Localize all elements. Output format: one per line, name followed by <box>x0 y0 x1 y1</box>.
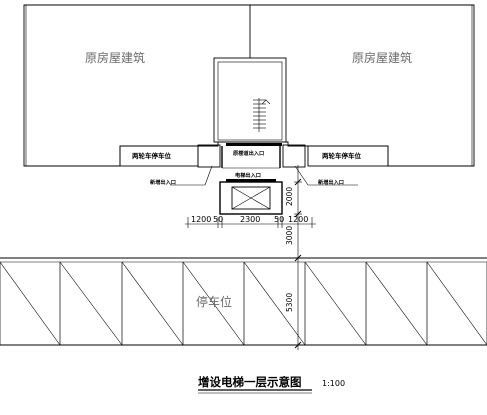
dim-h-50-right: 50 <box>274 215 284 224</box>
parking-stall-diagonal <box>0 261 61 346</box>
new-entrance-right: 新增出入口 <box>294 165 358 186</box>
parking-stall-diagonal <box>243 261 306 346</box>
bike-parking-right: 两轮车停车位 <box>307 145 389 167</box>
drawing-title: 增设电梯一层示意图 1:100 <box>198 375 345 394</box>
wall-block-left <box>197 144 221 168</box>
building-label-left: 原房屋建筑 <box>85 50 145 65</box>
existing-building <box>23 4 475 167</box>
stair-icon <box>253 98 271 132</box>
dim-h-1200-right: 1200 <box>288 215 308 224</box>
dim-h-1200-left: 1200 <box>191 215 211 224</box>
original-entrance-label: 原楼道出入口 <box>233 149 264 157</box>
bike-parking-left: 两轮车停车位 <box>119 145 199 167</box>
new-entrance-left: 新增出入口 <box>150 165 213 186</box>
elevator-door <box>226 179 276 182</box>
parking-stall-diagonal <box>182 261 245 346</box>
bike-parking-right-label: 两轮车停车位 <box>322 151 362 160</box>
parking-stall-diagonal <box>426 261 487 346</box>
parking-area <box>0 257 487 346</box>
dim-v-5300: 5300 <box>285 293 294 312</box>
original-entrance: 原楼道出入口 <box>221 143 282 168</box>
new-entrance-right-label: 新增出入口 <box>318 178 344 186</box>
parking-stall-diagonal <box>59 261 123 346</box>
elevator-shaft <box>219 181 283 215</box>
horizontal-dimension: 1200 50 2300 50 1200 <box>185 215 316 228</box>
parking-label: 停车位 <box>196 294 232 309</box>
building-label-right: 原房屋建筑 <box>352 50 412 65</box>
title-scale: 1:100 <box>322 379 345 388</box>
dim-h-2300: 2300 <box>240 215 260 224</box>
elevator-entrance-label: 电梯出入口 <box>235 171 261 179</box>
dim-v-3000: 3000 <box>285 226 294 245</box>
parking-stall-diagonal <box>304 261 367 346</box>
dim-h-50-left: 50 <box>213 215 223 224</box>
parking-stall-diagonal <box>365 261 428 346</box>
title-text: 增设电梯一层示意图 <box>198 375 302 389</box>
wall-block-right <box>282 144 306 168</box>
parking-stall-diagonal <box>121 261 184 346</box>
dim-v-2000: 2000 <box>285 187 294 206</box>
vertical-dimension: 2000 3000 5300 <box>285 165 302 350</box>
new-entrance-left-label: 新增出入口 <box>150 178 176 186</box>
bike-parking-left-label: 两轮车停车位 <box>132 151 172 160</box>
